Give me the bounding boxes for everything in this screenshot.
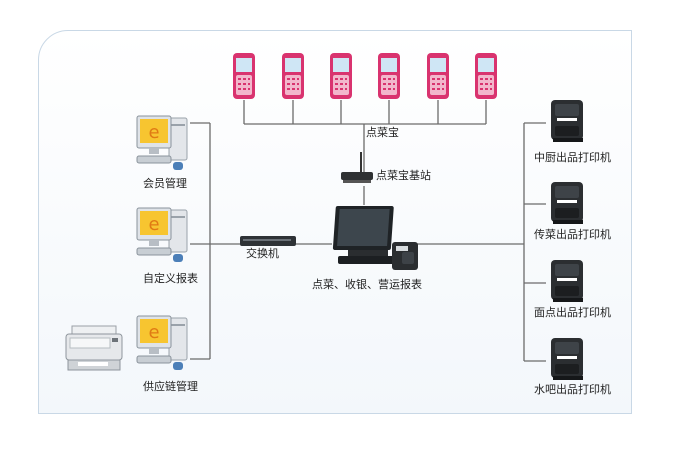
computer-member: e [133,112,193,176]
printer-3-label: 面点出品打印机 [534,306,611,319]
handheld-ordering-device-icon [475,53,497,99]
receipt-printer-icon [551,338,583,380]
network-switch-icon [240,236,296,246]
pos-terminal [330,204,422,280]
svg-text:e: e [148,214,159,235]
diancaibao-label: 点菜宝 [366,126,399,139]
member-label: 会员管理 [143,177,187,190]
handset-2 [281,52,305,104]
handheld-ordering-device-icon [427,53,449,99]
handheld-ordering-device-icon [233,53,255,99]
receipt-printer-icon [551,182,583,224]
receipt-printer-icon [551,260,583,302]
handset-4 [377,52,401,104]
computer-supply-chain: e [133,312,193,376]
desktop-computer-icon: e [136,115,188,170]
printer-2-label: 传菜出品打印机 [534,228,611,241]
printer-1-label: 中厨出品打印机 [534,151,611,164]
printer-4 [547,336,587,386]
printer-2 [547,180,587,230]
custom-report-label: 自定义报表 [143,272,198,285]
handset-6 [474,52,498,104]
base-station-router-icon [341,152,373,183]
handset-1 [232,52,256,104]
network-switch [239,233,297,252]
handheld-ordering-device-icon [330,53,352,99]
switch-label: 交换机 [246,247,279,260]
office-printer [64,324,126,378]
handset-5 [426,52,450,104]
handset-3 [329,52,353,104]
handheld-ordering-device-icon [282,53,304,99]
handheld-ordering-device-icon [378,53,400,99]
pos-terminal-icon [332,206,418,270]
printer-4-label: 水吧出品打印机 [534,383,611,396]
office-printer-icon [65,325,123,371]
supply-chain-label: 供应链管理 [143,380,198,393]
receipt-printer-icon [551,100,583,142]
svg-text:e: e [148,322,159,343]
computer-custom-report: e [133,204,193,268]
desktop-computer-icon: e [136,315,188,370]
pos-label: 点菜、收银、营运报表 [312,278,422,291]
printer-3 [547,258,587,308]
base-station-label: 点菜宝基站 [376,169,431,182]
base-station [339,150,375,190]
desktop-computer-icon: e [136,207,188,262]
svg-text:e: e [148,122,159,143]
printer-1 [547,98,587,148]
